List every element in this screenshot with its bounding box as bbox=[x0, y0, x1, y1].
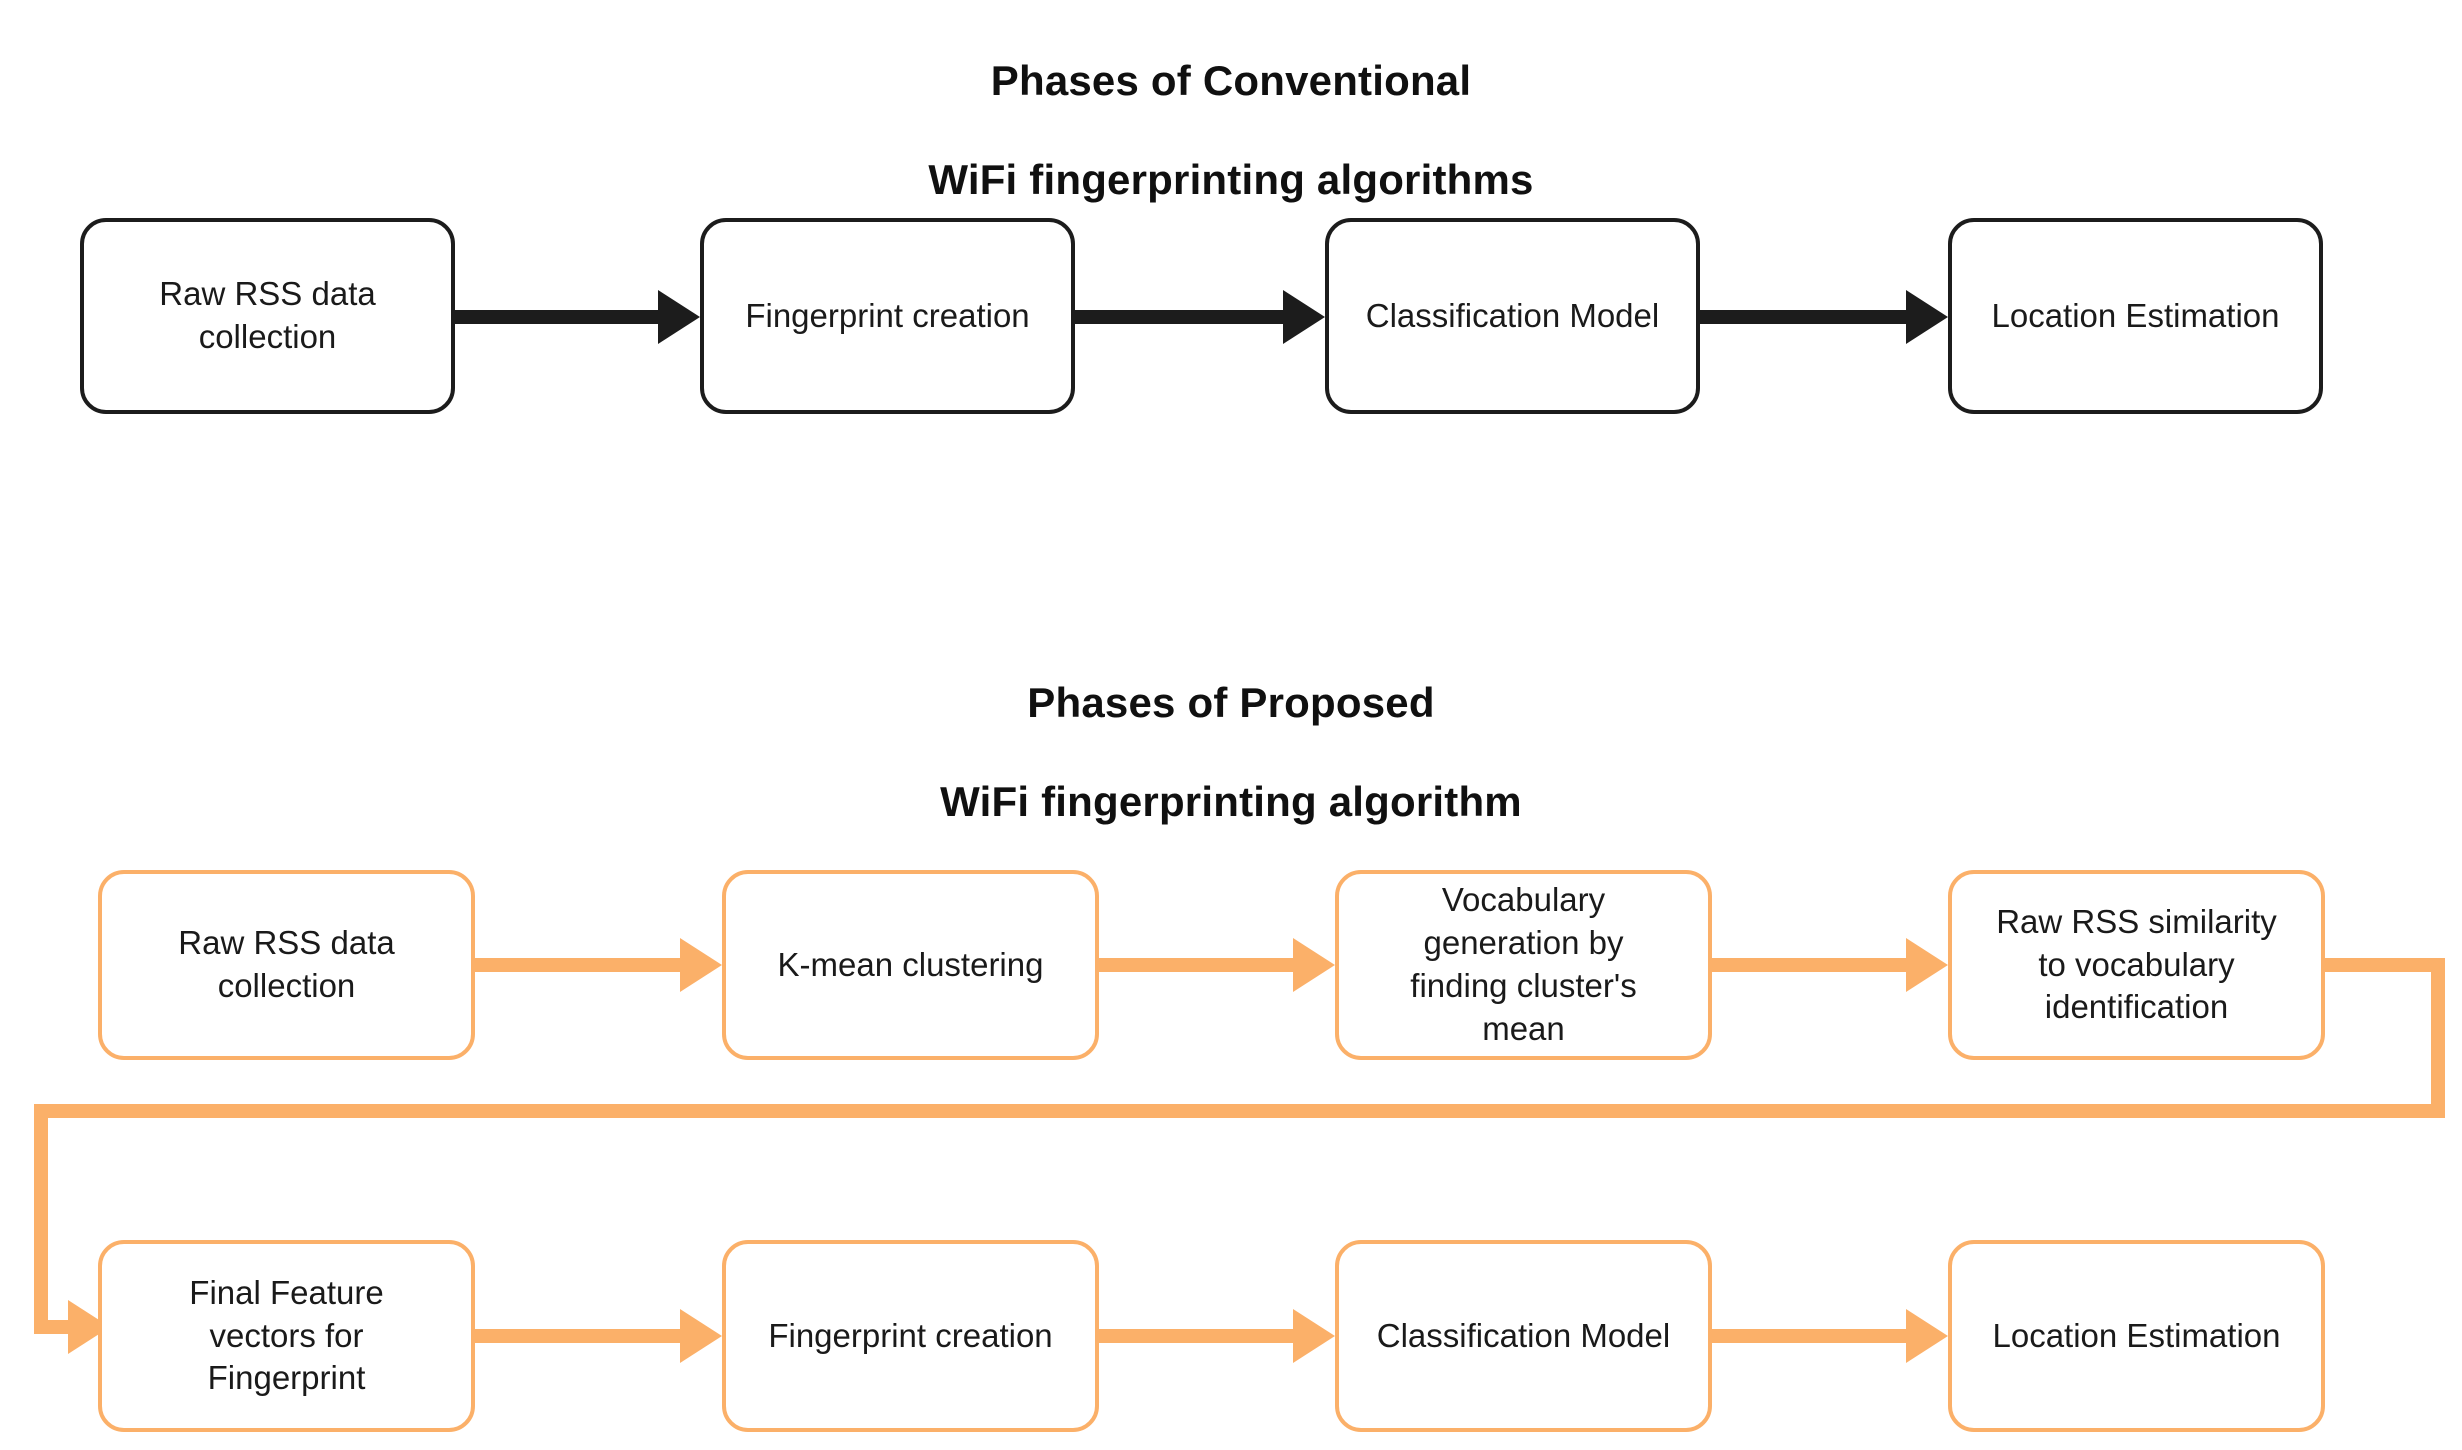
conventional-title-line-1: Phases of Conventional bbox=[990, 56, 1472, 104]
conventional-title-line-2: WiFi fingerprinting algorithms bbox=[928, 155, 1534, 203]
arrow-head-icon bbox=[1293, 938, 1335, 992]
node-prop-final-feature-vectors[interactable]: Final Feature vectors for Fingerprint bbox=[98, 1240, 475, 1432]
connector-prop-arrow-4 bbox=[475, 1309, 722, 1363]
wrap-segment-vertical-right bbox=[2431, 958, 2445, 1118]
node-prop-kmean-clustering[interactable]: K-mean clustering bbox=[722, 870, 1099, 1060]
node-conv-location-estimation[interactable]: Location Estimation bbox=[1948, 218, 2323, 414]
arrow-head-icon bbox=[658, 290, 700, 344]
node-prop-raw-rss-similarity[interactable]: Raw RSS similarity to vocabulary identif… bbox=[1948, 870, 2325, 1060]
node-prop-raw-rss[interactable]: Raw RSS data collection bbox=[98, 870, 475, 1060]
node-conv-raw-rss[interactable]: Raw RSS data collection bbox=[80, 218, 455, 414]
arrow-head-icon bbox=[1293, 1309, 1335, 1363]
wrap-segment-horizontal-in bbox=[34, 1320, 76, 1334]
arrow-shaft bbox=[1099, 1329, 1293, 1343]
node-prop-classification-model[interactable]: Classification Model bbox=[1335, 1240, 1712, 1432]
proposed-title-line-1: Phases of Proposed bbox=[1027, 678, 1435, 726]
node-prop-location-estimation[interactable]: Location Estimation bbox=[1948, 1240, 2325, 1432]
node-label: Location Estimation bbox=[1991, 296, 2280, 334]
node-label: Vocabulary generation by finding cluster… bbox=[1410, 881, 1637, 1047]
node-label: Raw RSS data collection bbox=[178, 924, 395, 1004]
node-label: Location Estimation bbox=[1992, 1316, 2281, 1354]
arrow-shaft bbox=[1712, 958, 1906, 972]
proposed-title-line-2: WiFi fingerprinting algorithm bbox=[940, 777, 1522, 825]
arrow-head-icon bbox=[1906, 938, 1948, 992]
node-prop-vocabulary-generation[interactable]: Vocabulary generation by finding cluster… bbox=[1335, 870, 1712, 1060]
connector-prop-arrow-3 bbox=[1712, 938, 1948, 992]
arrow-shaft bbox=[475, 1329, 680, 1343]
node-label: Raw RSS similarity to vocabulary identif… bbox=[1996, 902, 2277, 1026]
arrow-head-icon bbox=[1906, 290, 1948, 344]
arrow-shaft bbox=[1075, 310, 1283, 324]
arrow-head-icon bbox=[1283, 290, 1325, 344]
connector-prop-arrow-5 bbox=[1099, 1309, 1335, 1363]
arrow-head-icon bbox=[680, 938, 722, 992]
connector-prop-arrow-2 bbox=[1099, 938, 1335, 992]
node-prop-fingerprint-creation[interactable]: Fingerprint creation bbox=[722, 1240, 1099, 1432]
arrow-shaft bbox=[1700, 310, 1906, 324]
node-conv-fingerprint-creation[interactable]: Fingerprint creation bbox=[700, 218, 1075, 414]
connector-conv-arrow-3 bbox=[1700, 290, 1948, 344]
node-label: Classification Model bbox=[1365, 296, 1660, 334]
node-conv-classification-model[interactable]: Classification Model bbox=[1325, 218, 1700, 414]
node-label: Raw RSS data collection bbox=[159, 275, 376, 355]
conventional-title: Phases of Conventional WiFi fingerprinti… bbox=[624, 6, 1838, 254]
wrap-segment-horizontal-out bbox=[2325, 958, 2445, 972]
arrow-shaft bbox=[1712, 1329, 1906, 1343]
connector-conv-arrow-1 bbox=[455, 290, 700, 344]
connector-prop-arrow-6 bbox=[1712, 1309, 1948, 1363]
wrap-segment-horizontal-back bbox=[34, 1104, 2445, 1118]
proposed-title: Phases of Proposed WiFi fingerprinting a… bbox=[624, 628, 1838, 876]
node-label: Fingerprint creation bbox=[745, 296, 1030, 334]
node-label: Classification Model bbox=[1376, 1316, 1671, 1354]
arrow-shaft bbox=[1099, 958, 1293, 972]
arrow-head-icon bbox=[1906, 1309, 1948, 1363]
connector-conv-arrow-2 bbox=[1075, 290, 1325, 344]
node-label: Final Feature vectors for Fingerprint bbox=[189, 1273, 384, 1397]
node-label: Fingerprint creation bbox=[768, 1316, 1053, 1354]
node-label: K-mean clustering bbox=[777, 945, 1044, 983]
arrow-shaft bbox=[475, 958, 680, 972]
wrap-segment-vertical-left bbox=[34, 1104, 48, 1334]
arrow-shaft bbox=[455, 310, 658, 324]
arrow-head-icon bbox=[680, 1309, 722, 1363]
connector-prop-arrow-1 bbox=[475, 938, 722, 992]
